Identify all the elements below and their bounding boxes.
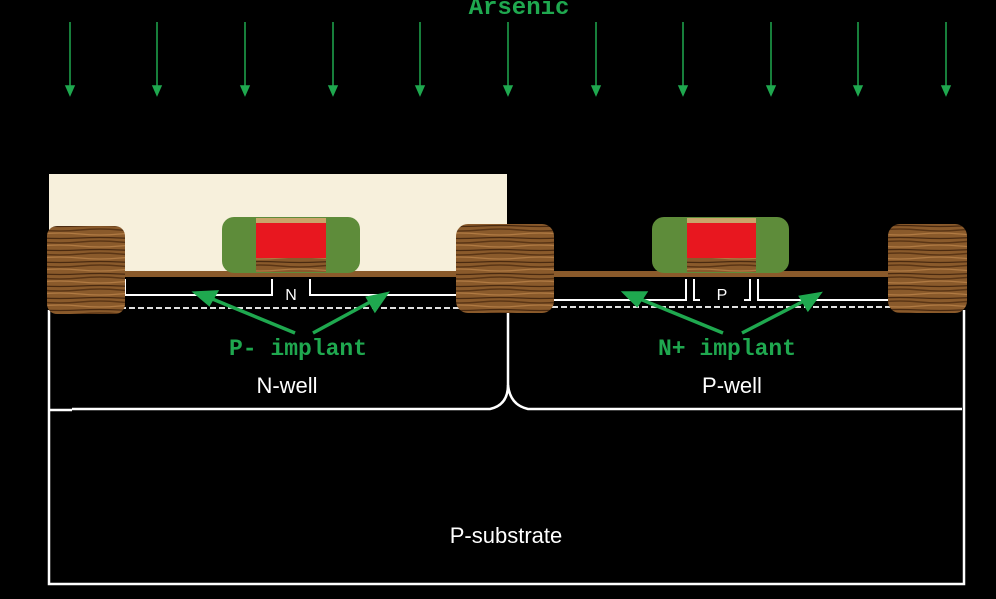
down-arrow-icon — [414, 22, 426, 97]
arrow-icon — [312, 291, 390, 335]
arsenic-arrows — [64, 22, 952, 97]
implant-pointer-arrows — [191, 290, 823, 335]
down-arrow-icon — [852, 22, 864, 97]
field-oxide-middle — [456, 224, 554, 313]
field-oxide-right — [888, 224, 967, 313]
left-implant-label: P- implant — [229, 336, 367, 362]
substrate — [47, 310, 966, 586]
down-arrow-icon — [327, 22, 339, 97]
nmos-gate-stack — [652, 217, 789, 273]
arsenic-label: Arsenic — [469, 0, 570, 22]
n-well-label: N-well — [256, 373, 317, 398]
thin-oxide-left — [120, 271, 460, 277]
field-oxide-left — [47, 226, 125, 314]
p-substrate-label: P-substrate — [450, 523, 563, 548]
p-well-boundary — [506, 384, 962, 411]
arrow-icon — [191, 290, 296, 335]
right-implant-label: N+ implant — [658, 336, 796, 362]
pmos-gate — [256, 222, 326, 258]
down-arrow-icon — [64, 22, 76, 97]
p-well-label: P-well — [702, 373, 762, 398]
ldd-dashed-lines — [120, 306, 890, 309]
arrow-icon — [741, 291, 823, 335]
down-arrow-icon — [239, 22, 251, 97]
down-arrow-icon — [502, 22, 514, 97]
thin-oxide-right — [550, 271, 892, 277]
nmos-gate — [687, 222, 756, 258]
down-arrow-icon — [765, 22, 777, 97]
down-arrow-icon — [590, 22, 602, 97]
pmos-gate-stack — [222, 217, 360, 273]
p-diffusion-label: P — [717, 287, 728, 304]
down-arrow-icon — [151, 22, 163, 97]
n-diffusion-label: N — [285, 287, 297, 304]
down-arrow-icon — [677, 22, 689, 97]
arrow-icon — [620, 291, 724, 335]
down-arrow-icon — [940, 22, 952, 97]
